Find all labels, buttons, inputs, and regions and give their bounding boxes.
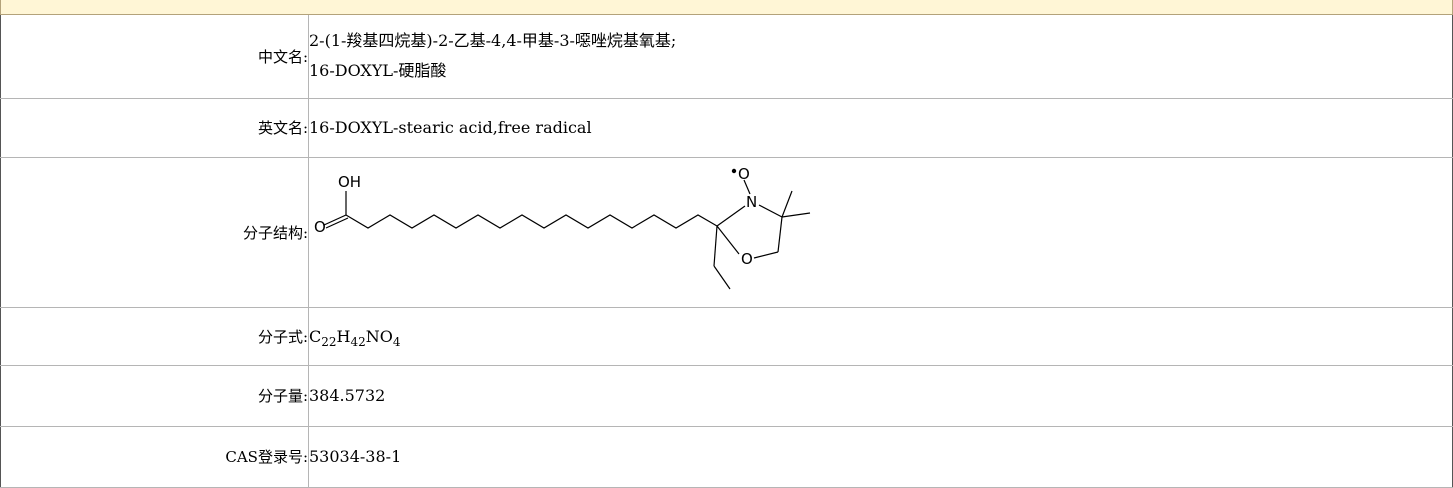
atom-oh: OH [338,173,361,191]
atom-o-radical: O [738,167,750,183]
formula-o-count: 4 [392,334,401,349]
row-structure: 分子结构: [0,156,1453,308]
chinese-name-line-2: 16-DOXYL-硬脂酸 [309,61,447,81]
row-formula: 分子式: C22H42NO4 [0,306,1453,366]
formula-h: H [336,326,351,346]
radical-dot [731,168,737,174]
compound-info-table: 中文名: 2-(1-羧基四烷基)-2-乙基-4,4-甲基-3-噁唑烷基氧基; 1… [0,15,1453,488]
value-chinese-name: 2-(1-羧基四烷基)-2-乙基-4,4-甲基-3-噁唑烷基氧基; 16-DOX… [308,15,1453,99]
atom-n: N [746,193,757,211]
row-chinese-name: 中文名: 2-(1-羧基四烷基)-2-乙基-4,4-甲基-3-噁唑烷基氧基; 1… [0,15,1453,99]
value-structure: OH O N O O [308,156,1453,308]
row-molecular-weight: 分子量: 384.5732 [0,364,1453,427]
value-molecular-weight: 384.5732 [308,364,1453,427]
label-molecular-weight: 分子量: [0,364,309,427]
formula-c-count: 22 [321,334,337,349]
chinese-name-line-1: 2-(1-羧基四烷基)-2-乙基-4,4-甲基-3-噁唑烷基氧基; [309,31,677,51]
label-formula: 分子式: [0,306,309,366]
header-band [0,0,1453,15]
label-structure: 分子结构: [0,156,309,308]
value-english-name: 16-DOXYL-stearic acid,free radical [308,97,1453,158]
formula-no: NO [365,326,393,346]
label-cas: CAS登录号: [0,425,309,488]
formula-h-count: 42 [350,334,366,349]
formula-c: C [309,326,322,346]
row-cas: CAS登录号: 53034-38-1 [0,425,1453,488]
atom-o-ring: O [741,250,753,268]
row-english-name: 英文名: 16-DOXYL-stearic acid,free radical [0,97,1453,158]
atom-o-carbonyl: O [314,218,326,236]
molecular-structure-diagram: OH O N O O [314,167,811,290]
label-english-name: 英文名: [0,97,309,158]
value-formula: C22H42NO4 [308,306,1453,366]
value-cas: 53034-38-1 [308,425,1453,488]
label-chinese-name: 中文名: [0,15,309,99]
